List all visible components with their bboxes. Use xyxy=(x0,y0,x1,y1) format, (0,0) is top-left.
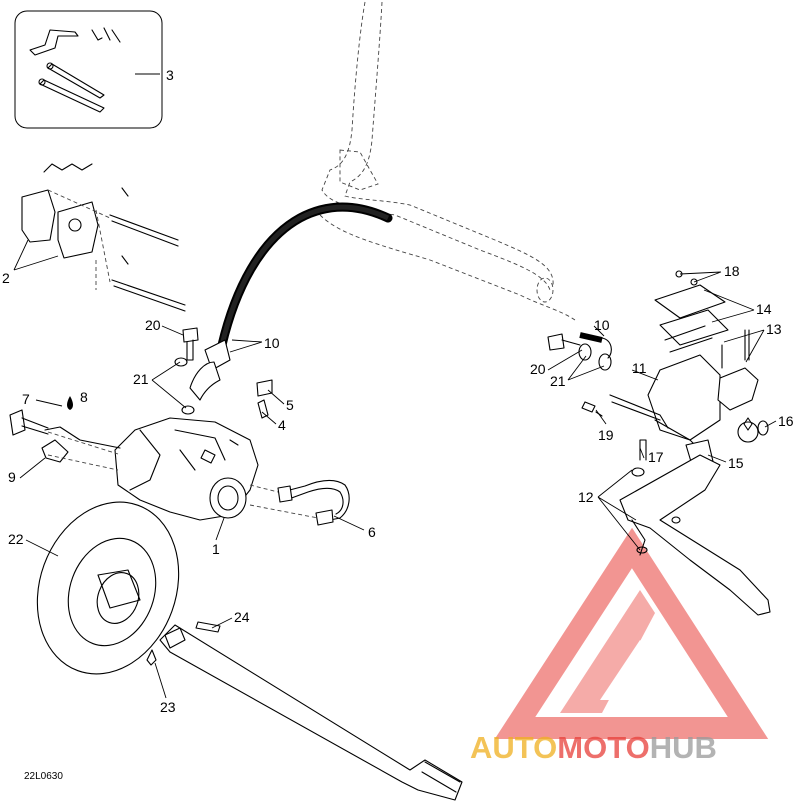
callout-10-right: 10 xyxy=(594,317,610,333)
watermark-moto: MOTO xyxy=(557,730,649,765)
brake-caliper xyxy=(114,379,273,521)
lubricant-drops xyxy=(67,396,73,410)
svg-text:AUTOMOTOHUB: AUTOMOTOHUB xyxy=(470,730,717,765)
banjo-fittings-right xyxy=(547,332,769,443)
callout-16: 16 xyxy=(778,413,794,429)
drive-shaft xyxy=(159,621,463,801)
watermark-logo xyxy=(494,527,769,739)
callout-3: 3 xyxy=(166,67,174,83)
callout-13: 13 xyxy=(766,321,782,337)
callout-18: 18 xyxy=(724,263,740,279)
watermark-hub: HUB xyxy=(650,730,717,765)
brake-hose xyxy=(189,202,393,401)
callout-23: 23 xyxy=(160,699,176,715)
banjo-fittings-left xyxy=(174,327,199,415)
callout-9: 9 xyxy=(8,469,16,485)
leader-lines xyxy=(13,73,777,699)
callout-22: 22 xyxy=(8,531,24,547)
brake-line-6 xyxy=(249,480,350,526)
callout-5: 5 xyxy=(286,397,294,413)
watermark-auto: AUTO xyxy=(470,730,557,765)
callout-17: 17 xyxy=(648,449,664,465)
callout-8: 8 xyxy=(80,389,88,405)
callout-14: 14 xyxy=(756,301,772,317)
callout-12: 12 xyxy=(578,489,594,505)
callout-21-left: 21 xyxy=(133,371,149,387)
callout-20-left: 20 xyxy=(145,317,161,333)
callout-21-right: 21 xyxy=(550,373,566,389)
master-cylinder xyxy=(631,270,759,477)
callout-15: 15 xyxy=(728,455,744,471)
callout-7: 7 xyxy=(22,391,30,407)
callout-labels: 1 2 3 4 5 6 7 8 9 10 10 11 12 13 14 15 1… xyxy=(2,67,794,715)
brake-lever xyxy=(619,454,771,616)
callout-19: 19 xyxy=(598,427,614,443)
inset-box xyxy=(14,10,163,129)
watermark-text: AUTOMOTOHUB xyxy=(470,730,717,765)
callout-4: 4 xyxy=(278,417,286,433)
brake-disc xyxy=(36,501,180,675)
drawing-code: 22L0630 xyxy=(24,771,63,782)
callout-1: 1 xyxy=(212,541,220,557)
callout-6: 6 xyxy=(368,524,376,540)
caliper-bolt-bracket xyxy=(9,409,121,471)
handlebar-outline xyxy=(319,1,576,321)
callout-11: 11 xyxy=(632,360,647,376)
brake-pads xyxy=(21,163,186,312)
callout-24: 24 xyxy=(234,609,250,625)
callout-2: 2 xyxy=(2,270,10,286)
callout-10-left: 10 xyxy=(264,335,280,351)
callout-20-right: 20 xyxy=(530,361,546,377)
